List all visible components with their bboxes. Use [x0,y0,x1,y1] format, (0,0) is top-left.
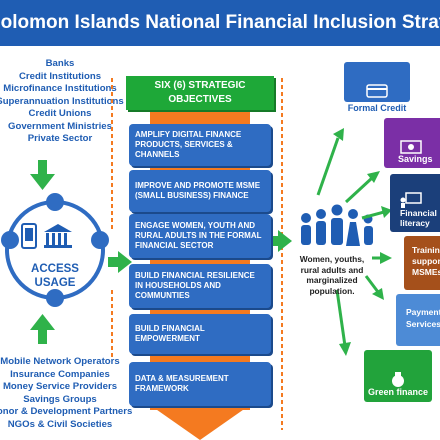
provider-item: Money Service Providers [2,381,118,392]
up-arrow-icon [30,314,55,344]
right-arrow-icon [108,251,132,273]
provider-item: Credit Unions [28,108,92,119]
down-arrow-icon [30,160,55,190]
provider-item: Mobile Network Operators [0,356,120,367]
training-label: Training support MSMEs [412,244,440,277]
providers-bottom-list: Mobile Network Operators Insurance Compa… [0,356,133,431]
provider-item: Private Sector [27,133,93,144]
money-bag-icon [392,372,404,387]
payment-services-card: Payment Services [396,294,440,346]
financial-literacy-card: Financial literacy [390,174,440,232]
target-group-label: Women, youths, rural adults and marginal… [299,254,365,296]
green-finance-card: Green finance [364,350,432,402]
presentation-icon [400,192,422,208]
bank-icon [44,224,72,248]
training-card: Training support MSMEs [404,236,440,290]
objective-box: ENGAGE WOMEN, YOUTH AND RURAL ADULTS IN … [129,214,271,258]
savings-card: Savings [384,118,440,168]
objective-box: BUILD FINANCIAL RESILIENCE IN HOUSEHOLDS… [129,264,271,308]
access-usage-label: ACCESS USAGE [20,262,90,290]
outcome-arrows [316,128,392,356]
provider-item: Insurance Companies [10,368,110,380]
objective-box: IMPROVE AND PROMOTE MSME (SMALL BUSINESS… [129,170,271,212]
provider-item: Government Ministries [8,120,112,132]
cash-icon [400,140,422,154]
objective-box: DATA & MEASUREMENT FRAMEWORK [129,362,271,406]
provider-item: Banks [45,58,75,69]
formal-credit-card [344,62,410,102]
provider-item: NGOs & Civil Societies [7,418,113,430]
people-group-icon [301,204,373,246]
savings-label: Savings [398,154,433,164]
providers-top-list: Banks Credit Institutions Microfinance I… [0,58,130,146]
objective-box: AMPLIFY DIGITAL FINANCE PRODUCTS, SERVIC… [129,124,271,166]
provider-item: Superannuation Institutions [0,95,124,107]
formal-credit-label: Formal Credit [347,103,407,113]
page-title: Solomon Islands National Financial Inclu… [0,12,440,33]
objective-box: BUILD FINANCIAL EMPOWERMENT [129,314,271,354]
access-ring [1,193,109,307]
green-finance-label: Green finance [367,387,429,397]
credit-card-icon [366,84,388,98]
provider-item: Donor & Development Partners [0,406,133,417]
access-label: ACCESS [31,263,79,275]
financial-literacy-label: Financial literacy [400,208,437,228]
down-arrow-icon [150,405,250,440]
provider-item: Credit Institutions [18,70,102,82]
title-banner: Solomon Islands National Financial Inclu… [0,0,440,46]
objectives-header: SIX (6) STRATEGIC OBJECTIVES [126,76,274,110]
payment-services-label: Payment Services [406,307,440,329]
usage-label: USAGE [34,277,76,289]
provider-item: Microfinance Institutions [3,83,117,94]
mobile-phone-icon [21,223,37,249]
provider-item: Savings Groups [23,393,97,405]
right-arrow-icon [268,230,292,252]
